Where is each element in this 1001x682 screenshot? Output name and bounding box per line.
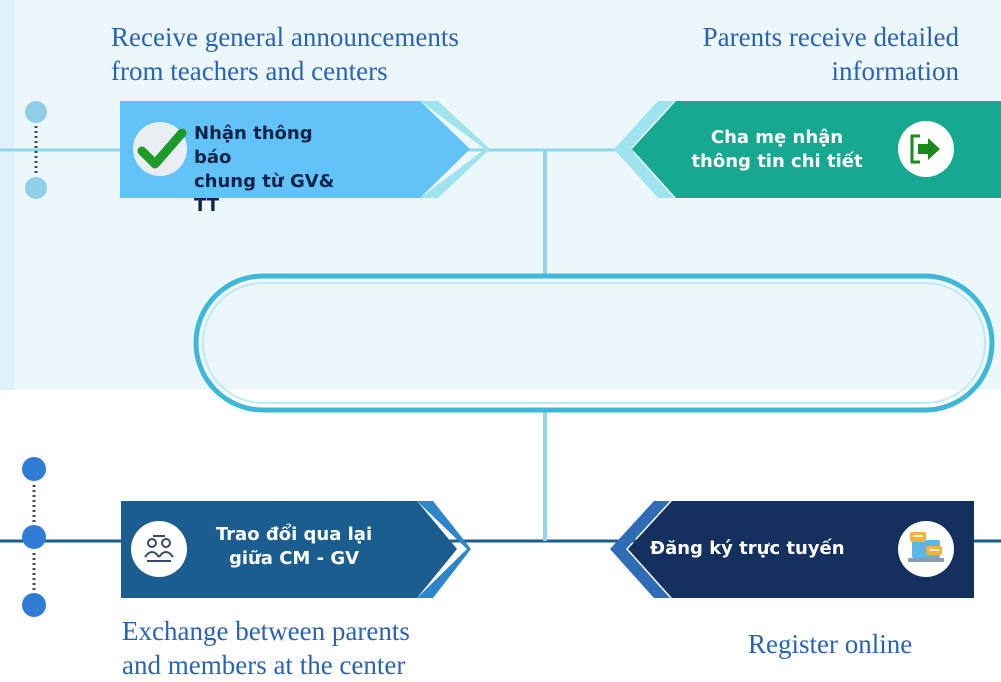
card-bottom-left-label: Trao đổi qua lại giữa CM - GV <box>199 523 389 571</box>
card-shape-bottom-right <box>610 501 974 598</box>
caption-bottom-left-line-2: and members at the center <box>122 650 406 680</box>
card-bottom-left-line-2: giữa CM - GV <box>228 548 360 569</box>
card-bottom-right-label: Đăng ký trực tuyến <box>650 537 890 561</box>
card-bottom-left-line-1: Trao đổi qua lại <box>215 524 373 545</box>
caption-top-left: Receive general announcements from teach… <box>111 20 551 88</box>
top-timeline-dots <box>25 101 47 199</box>
caption-top-left-line-1: Receive general announcements <box>111 22 459 52</box>
caption-top-right-line-2: information <box>831 56 959 86</box>
central-stadium-inner <box>202 282 986 404</box>
card-register-online: Đăng ký trực tuyến <box>610 501 974 598</box>
left-edge-strip <box>0 0 14 390</box>
caption-top-left-line-2: from teachers and centers <box>111 56 388 86</box>
bottom-timeline-dots <box>22 457 46 617</box>
caption-bottom-left-line-1: Exchange between parents <box>122 616 410 646</box>
exit-arrow-icon <box>898 121 954 177</box>
card-top-right-line-2: thông tin chi tiết <box>691 151 863 172</box>
card-receive-announcements: Nhận thông báo chung từ GV& TT <box>120 101 490 216</box>
card-bottom-right-line-1: Đăng ký trực tuyến <box>650 538 845 559</box>
caption-bottom-left: Exchange between parents and members at … <box>122 614 522 682</box>
card-top-left-line-2: chung từ GV& TT <box>194 171 335 216</box>
card-top-right-line-1: Cha mẹ nhận <box>710 127 844 148</box>
card-top-left-line-1: Nhận thông báo <box>194 123 313 168</box>
card-top-right-label: Cha mẹ nhận thông tin chi tiết <box>662 126 892 174</box>
users-exchange-icon <box>131 521 187 577</box>
card-exchange: Trao đổi qua lại giữa CM - GV <box>121 501 471 598</box>
caption-bottom-right: Register online <box>748 629 913 659</box>
laptop-chat-icon <box>898 521 954 577</box>
card-detailed-information: Cha mẹ nhận thông tin chi tiết <box>614 101 1001 198</box>
checkmark-icon <box>133 122 187 176</box>
card-shape-top-left <box>120 101 490 198</box>
central-stadium <box>193 273 995 413</box>
card-top-left-label: Nhận thông báo chung từ GV& TT <box>194 122 344 218</box>
card-shape-bottom-left <box>121 501 471 598</box>
caption-top-right-line-1: Parents receive detailed <box>702 22 959 52</box>
caption-top-right: Parents receive detailed information <box>619 20 959 88</box>
